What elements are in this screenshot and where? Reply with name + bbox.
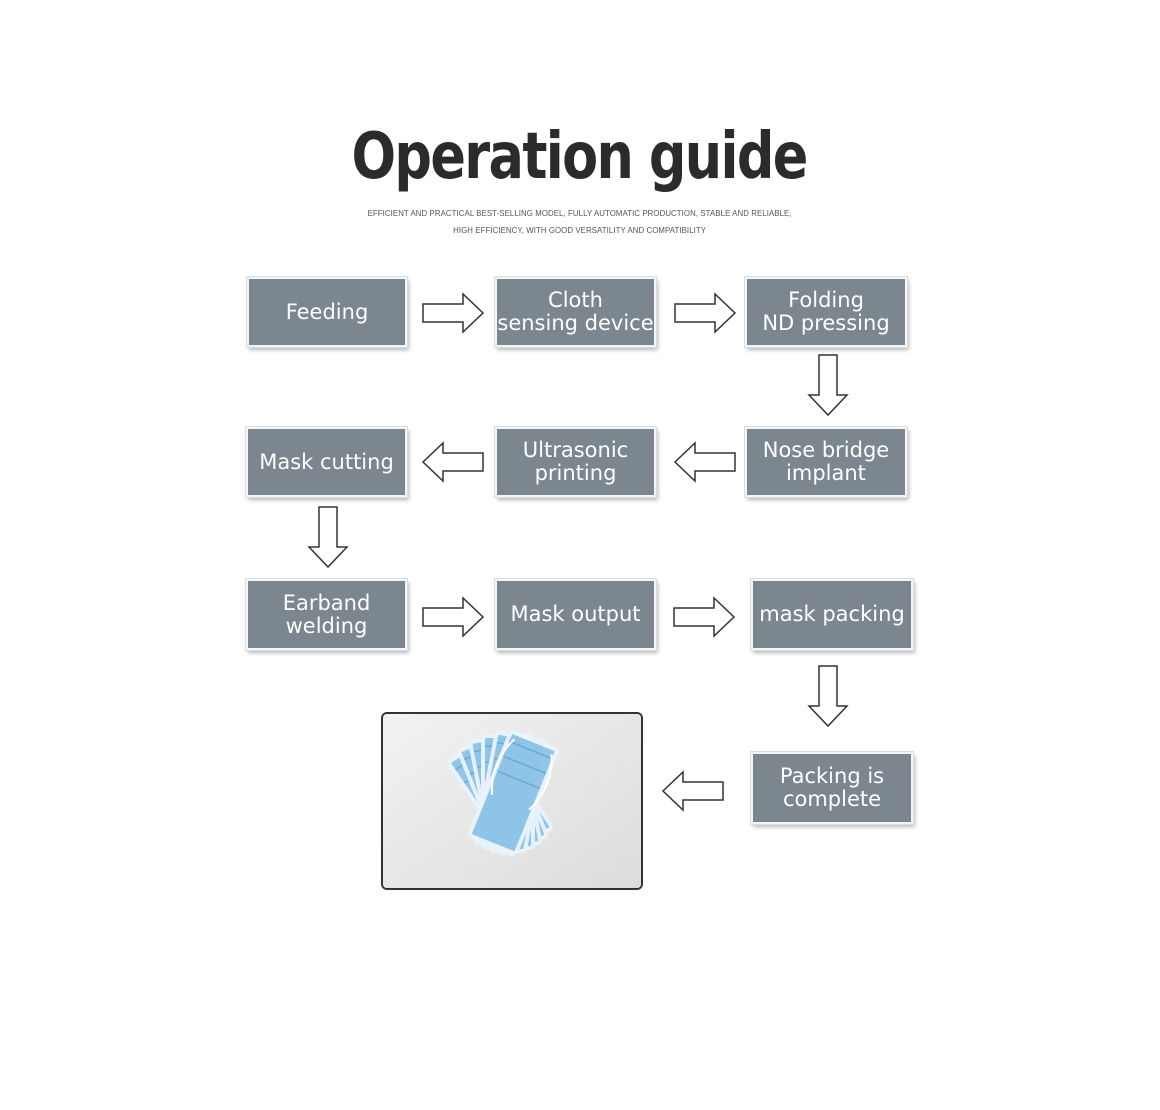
step-earband-welding: Earband welding <box>246 579 407 650</box>
step-feeding-label: Feeding <box>285 299 369 324</box>
step-ultrasonic-printing-label: Ultrasonic printing <box>522 438 629 485</box>
step-mask-output: Mask output <box>495 579 656 650</box>
step-nose-bridge-implant: Nose bridge implant <box>745 427 907 497</box>
step-mask-cutting: Mask cutting <box>246 427 407 497</box>
step-folding-nd-pressing: Folding ND pressing <box>745 277 907 347</box>
step-feeding: Feeding <box>247 277 407 347</box>
arrow-left-icon <box>661 770 724 812</box>
step-packing-complete-label: Packing is complete <box>779 764 885 811</box>
step-mask-packing-label: mask packing <box>759 602 905 626</box>
arrow-down-icon <box>307 506 349 569</box>
step-cloth-sensing-device: Cloth sensing device <box>495 277 656 347</box>
step-nose-bridge-implant-label: Nose bridge implant <box>762 438 890 485</box>
arrow-right-icon <box>674 292 737 334</box>
step-cloth-sensing-device-label: Cloth sensing device <box>497 288 654 335</box>
step-mask-cutting-label: Mask cutting <box>259 449 394 474</box>
arrow-down-icon <box>807 665 849 728</box>
subtitle-line-2: HIGH EFFICIENCY, WITH GOOD VERSATILITY A… <box>453 225 707 235</box>
packaged-masks-image <box>381 712 643 890</box>
page-title: Operation guide <box>351 120 808 194</box>
arrow-right-icon <box>673 596 736 638</box>
step-ultrasonic-printing: Ultrasonic printing <box>495 427 656 497</box>
arrow-left-icon <box>421 441 484 483</box>
step-folding-nd-pressing-label: Folding ND pressing <box>762 288 890 335</box>
arrow-left-icon <box>673 441 736 483</box>
arrow-right-icon <box>422 292 485 334</box>
step-earband-welding-label: Earband welding <box>282 590 371 638</box>
step-mask-packing: mask packing <box>751 579 913 650</box>
masks-illustration <box>383 714 641 888</box>
arrow-right-icon <box>422 596 485 638</box>
subtitle-line-1: EFFICIENT AND PRACTICAL BEST-SELLING MOD… <box>367 208 792 218</box>
arrow-down-icon <box>807 354 849 417</box>
step-packing-complete: Packing is complete <box>751 752 913 824</box>
step-mask-output-label: Mask output <box>510 602 641 626</box>
